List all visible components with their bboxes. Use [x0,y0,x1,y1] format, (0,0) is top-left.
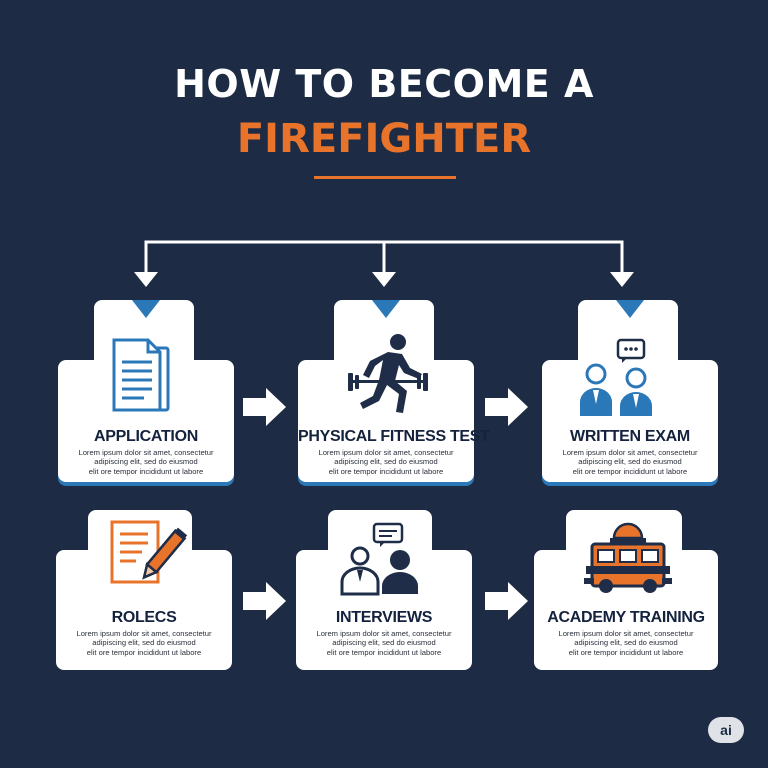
step-card-rolecs: ROLECS Lorem ipsum dolor sit amet, conse… [56,510,312,670]
title-line-1: HOW TO BECOME A [174,62,594,106]
step-label: ROLECS [111,609,177,626]
step-label: APPLICATION [94,428,198,445]
step-label: ACADEMY TRAINING [547,609,705,626]
arrow-right-1 [243,388,286,426]
step-description: Lorem ipsum dolor sit amet, consectetur … [562,448,698,476]
arrow-right-3 [243,582,286,620]
step-description: Lorem ipsum dolor sit amet, consectetur … [318,448,454,476]
paper-pencil-icon [110,520,188,584]
step-label: INTERVIEWS [335,609,433,626]
step-card-academy-training: ACADEMY TRAINING Lorem ipsum dolor sit a… [534,510,768,670]
arrow-right-4 [485,582,528,620]
step-card-written-exam: WRITTEN EXAM Lorem ipsum dolor sit amet,… [542,300,768,490]
arrowhead-down-2 [372,272,396,287]
runner-barbell-icon [348,334,428,413]
step-label: PHYSICAL FITNESS TEST [298,428,490,445]
step-card-interviews: INTERVIEWS Lorem ipsum dolor sit amet, c… [296,510,552,670]
title-block: HOW TO BECOME A FIREFIGHTER [0,62,768,162]
step-label: WRITTEN EXAM [570,428,690,445]
title-line-2: FIREFIGHTER [236,116,532,162]
two-people-chat-icon [580,338,652,416]
fire-truck-icon [584,522,672,593]
arrow-right-2 [485,388,528,426]
arrowhead-down-1 [134,272,158,287]
horizontal-arrows [243,388,528,620]
title-underline [314,176,456,179]
arrowhead-down-3 [610,272,634,287]
document-icon [112,338,170,412]
two-people-speech-icon [340,522,418,596]
top-arrowheads [134,272,634,287]
step-card-application: APPLICATION Lorem ipsum dolor sit amet, … [58,300,314,490]
step-description: Lorem ipsum dolor sit amet, consectetur … [316,629,452,657]
step-card-physical-fitness-test: PHYSICAL FITNESS TEST Lorem ipsum dolor … [298,300,554,490]
step-description: Lorem ipsum dolor sit amet, consectetur … [558,629,694,657]
ai-badge: ai [708,717,744,743]
top-bracket-connector [144,240,624,274]
step-description: Lorem ipsum dolor sit amet, consectetur … [78,448,214,476]
step-description: Lorem ipsum dolor sit amet, consectetur … [76,629,212,657]
